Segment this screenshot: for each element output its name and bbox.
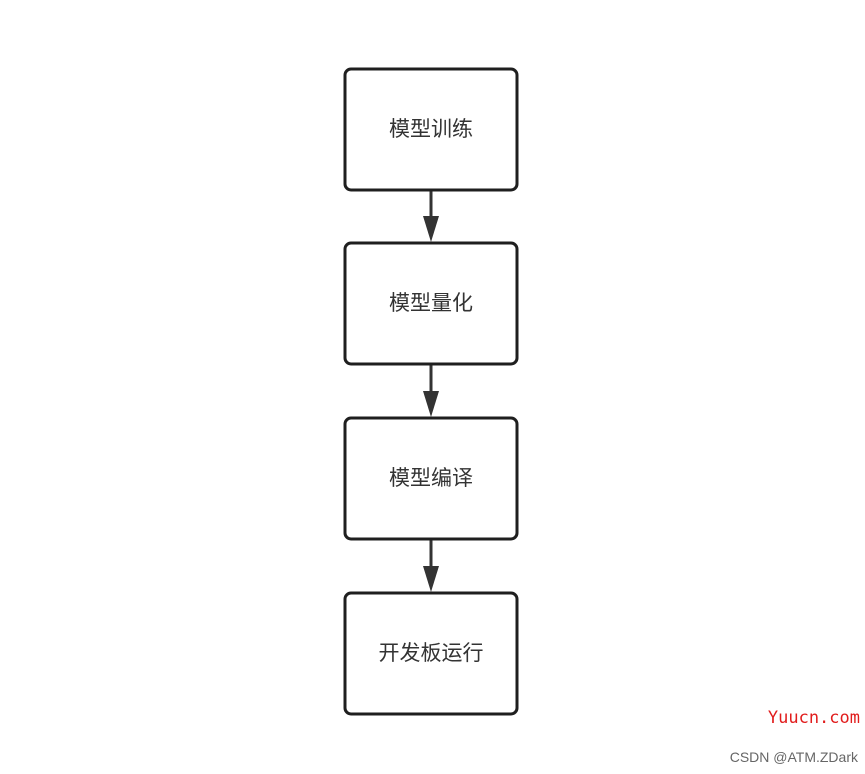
site-watermark: Yuucn.com [767, 708, 860, 728]
arrowhead-train-quantize [423, 216, 439, 242]
edges [423, 190, 439, 592]
node-label: 模型量化 [389, 291, 473, 315]
node-model-compilation: 模型编译 [343, 416, 519, 541]
node-label: 开发板运行 [379, 641, 484, 665]
arrowhead-compile-deploy [423, 566, 439, 592]
node-board-run: 开发板运行 [343, 591, 519, 716]
node-label: 模型编译 [389, 466, 473, 490]
node-label: 模型训练 [389, 117, 473, 141]
author-watermark: CSDN @ATM.ZDark [729, 749, 858, 765]
node-model-training: 模型训练 [343, 67, 519, 192]
node-model-quantization: 模型量化 [343, 241, 519, 366]
arrowhead-quantize-compile [423, 391, 439, 417]
